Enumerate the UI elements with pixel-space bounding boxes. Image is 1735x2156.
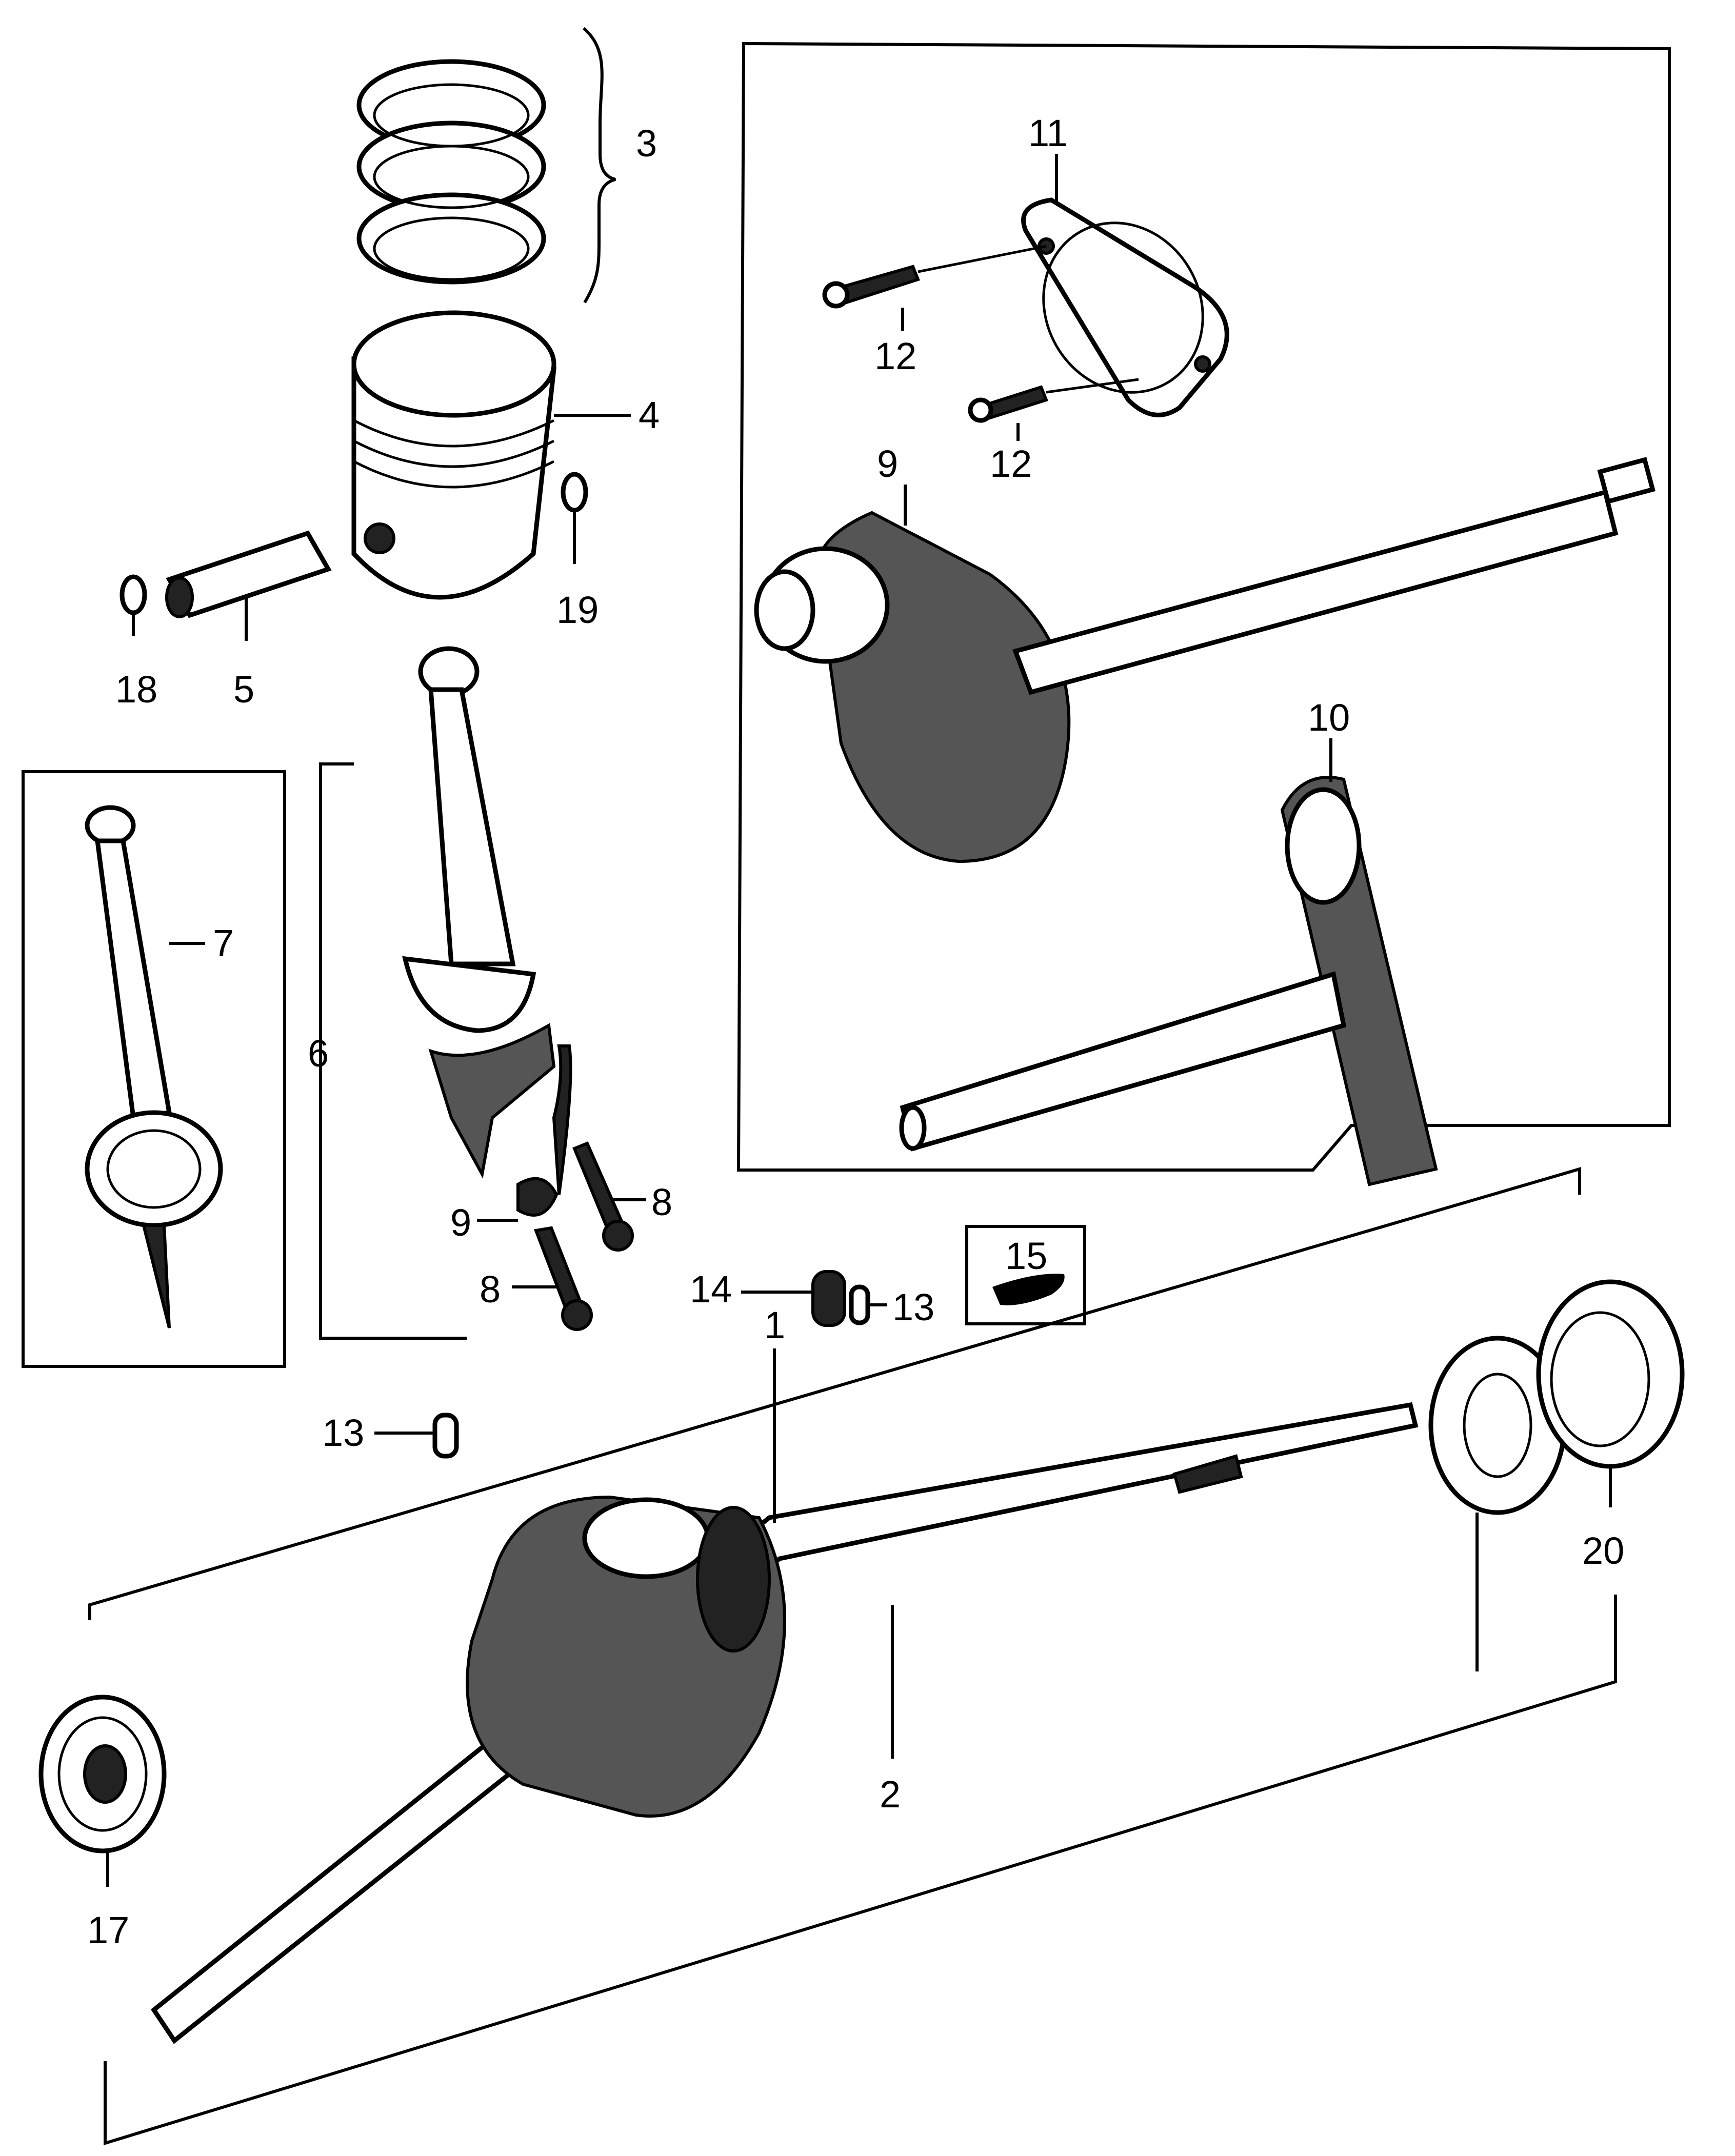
woodruff-key (992, 1274, 1065, 1305)
ball-bearing-right (1536, 1279, 1685, 1469)
bearing-cover (1021, 197, 1229, 417)
callout-13a: 12 (874, 335, 916, 377)
conrod-inset-frame (22, 770, 286, 1368)
connecting-rod-inset (85, 805, 223, 1328)
callout-12: 11 (1028, 112, 1068, 154)
callout-20: 20 (1582, 1529, 1624, 1572)
callout-4: 4 (639, 394, 660, 436)
dowel-pin (432, 1413, 459, 1459)
connecting-rod (402, 646, 556, 1179)
screw-2 (968, 378, 1139, 423)
callout-2: 2 (880, 1773, 901, 1816)
woodruff-key-frame (965, 1225, 1086, 1325)
callout-8b: 8 (480, 1268, 501, 1311)
callout-19: 17 (87, 1909, 129, 1951)
callout-17: 15 (1005, 1235, 1047, 1277)
callout-13b: 12 (990, 442, 1032, 485)
lock-washer (516, 1044, 572, 1217)
piston (351, 310, 556, 600)
callout-14: 13 (322, 1412, 364, 1454)
callout-6: 6 (308, 1032, 329, 1075)
piston-pin (165, 530, 332, 618)
callout-1: 1 (764, 1304, 785, 1346)
crankshaft-assembly-frame (88, 1166, 1581, 1620)
crankshaft-inset-frame (736, 42, 1671, 1172)
knock-pin (849, 1284, 870, 1325)
callout-16: 14 (690, 1268, 732, 1311)
piston-rings (356, 59, 546, 285)
conrod-assy-bracket (319, 762, 467, 1340)
crankshaft-left-half (754, 457, 1656, 863)
piston-pin-clip-right (561, 472, 588, 513)
screw-1 (822, 245, 1047, 309)
connecting-rod-bolt-1 (572, 1141, 634, 1252)
crankshaft-assembly-baseline (104, 1595, 1617, 2146)
crankshaft-assembly (150, 1402, 1419, 2044)
callout-7: 7 (213, 922, 234, 964)
connecting-rod-bolt-2 (533, 1226, 593, 1331)
callout-15: 13 (892, 1286, 934, 1328)
callout-18b: 19 (556, 589, 599, 631)
callout-10: 9 (877, 442, 898, 485)
callout-18a: 18 (115, 668, 157, 711)
collar (811, 1270, 846, 1327)
crankshaft-right-half (899, 776, 1438, 1186)
callout-3: 3 (636, 122, 657, 165)
callout-8a: 8 (651, 1181, 672, 1223)
rings-bracket (583, 27, 616, 304)
callout-5: 5 (233, 668, 254, 711)
ball-bearing-left (38, 1695, 167, 1853)
piston-pin-clip-left (119, 574, 147, 615)
callout-9: 9 (450, 1201, 471, 1244)
callout-11: 10 (1308, 696, 1350, 739)
